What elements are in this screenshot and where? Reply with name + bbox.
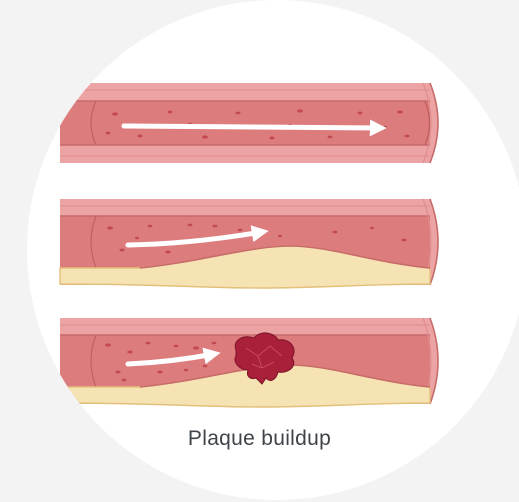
blocked-artery: [60, 318, 438, 407]
healthy-artery: [60, 83, 438, 163]
vessel-lumen: [60, 101, 430, 145]
blood-flow-arrow: [124, 126, 380, 128]
caption: Plaque buildup: [0, 427, 519, 451]
narrowed-artery: [60, 199, 438, 288]
